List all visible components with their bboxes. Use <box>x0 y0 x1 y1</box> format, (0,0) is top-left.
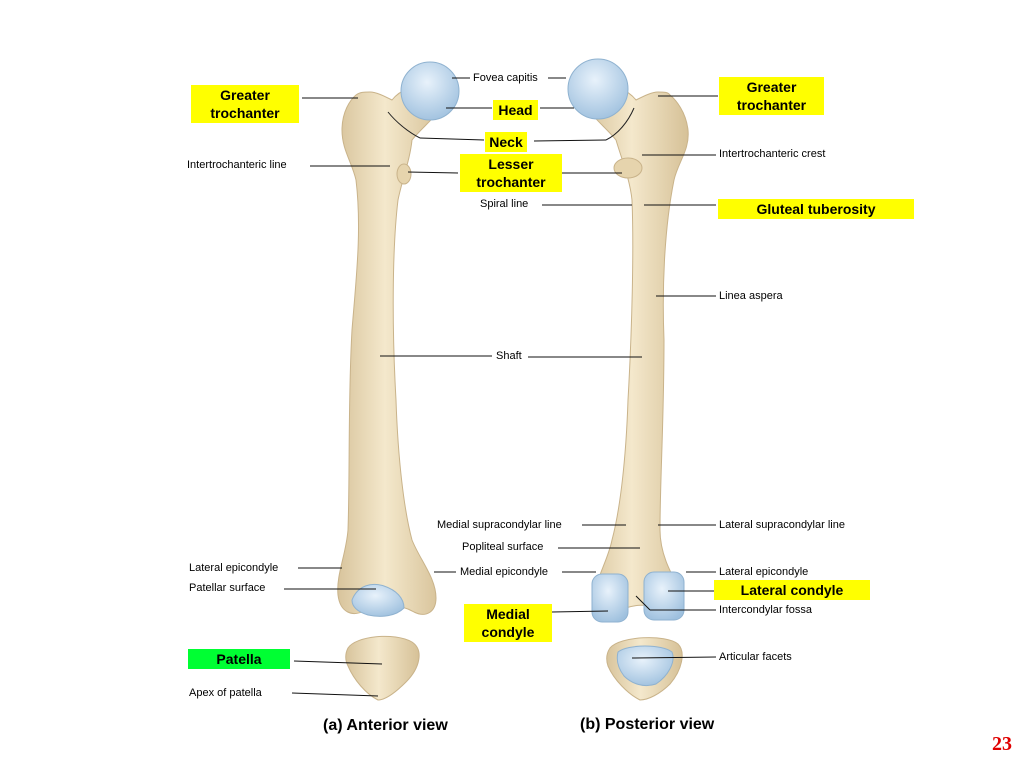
label-gluteal-tuberosity: Gluteal tuberosity <box>718 199 914 219</box>
label-lesser-trochanter: Lesser trochanter <box>460 154 562 192</box>
posterior-lateral-condyle-cartilage <box>643 571 685 621</box>
page-number: 23 <box>992 733 1012 755</box>
label-medial-epicondyle: Medial epicondyle <box>460 566 549 578</box>
label-patella: Patella <box>188 649 290 669</box>
label-lateral-epicondyle-posterior: Lateral epicondyle <box>719 566 809 578</box>
label-greater-trochanter-left: Greater trochanter <box>191 85 299 123</box>
label-medial-supracondylar-line: Medial supracondylar line <box>437 519 562 531</box>
label-neck: Neck <box>485 132 527 152</box>
label-greater-trochanter-right: Greater trochanter <box>719 77 824 115</box>
posterior-neck-bracket <box>605 107 635 141</box>
caption-anterior-view: (a) Anterior view <box>323 717 448 734</box>
label-lateral-condyle: Lateral condyle <box>714 580 870 600</box>
label-fovea-capitis: Fovea capitis <box>473 72 538 84</box>
label-popliteal-surface: Popliteal surface <box>462 541 544 553</box>
anterior-femoral-head <box>400 61 460 121</box>
label-apex-of-patella: Apex of patella <box>189 687 262 699</box>
anterior-patellar-surface <box>351 583 405 617</box>
anterior-femur-body <box>337 85 444 615</box>
label-patellar-surface: Patellar surface <box>189 582 266 594</box>
label-intertrochanteric-crest: Intertrochanteric crest <box>719 148 826 160</box>
label-articular-facets: Articular facets <box>719 651 792 663</box>
posterior-femoral-head <box>567 58 629 120</box>
anterior-patella <box>345 635 420 701</box>
anterior-femur <box>337 61 460 617</box>
posterior-patella-facets <box>616 645 674 687</box>
label-spiral-line: Spiral line <box>480 198 529 210</box>
anterior-neck-bracket <box>387 111 421 139</box>
posterior-lesser-trochanter <box>613 157 643 179</box>
label-lateral-supracondylar-line: Lateral supracondylar line <box>719 519 845 531</box>
label-intertrochanteric-line: Intertrochanteric line <box>187 159 287 171</box>
anterior-lesser-trochanter <box>396 163 412 185</box>
label-medial-condyle: Medial condyle <box>464 604 552 642</box>
label-intercondylar-fossa: Intercondylar fossa <box>719 604 812 616</box>
leader-lines <box>284 77 718 697</box>
posterior-medial-condyle-cartilage <box>591 573 629 623</box>
label-shaft: Shaft <box>496 350 522 362</box>
label-head: Head <box>493 100 538 120</box>
posterior-femur <box>567 58 689 623</box>
label-linea-aspera: Linea aspera <box>719 290 783 302</box>
label-lateral-epicondyle-anterior: Lateral epicondyle <box>189 562 279 574</box>
caption-posterior-view: (b) Posterior view <box>580 716 715 733</box>
